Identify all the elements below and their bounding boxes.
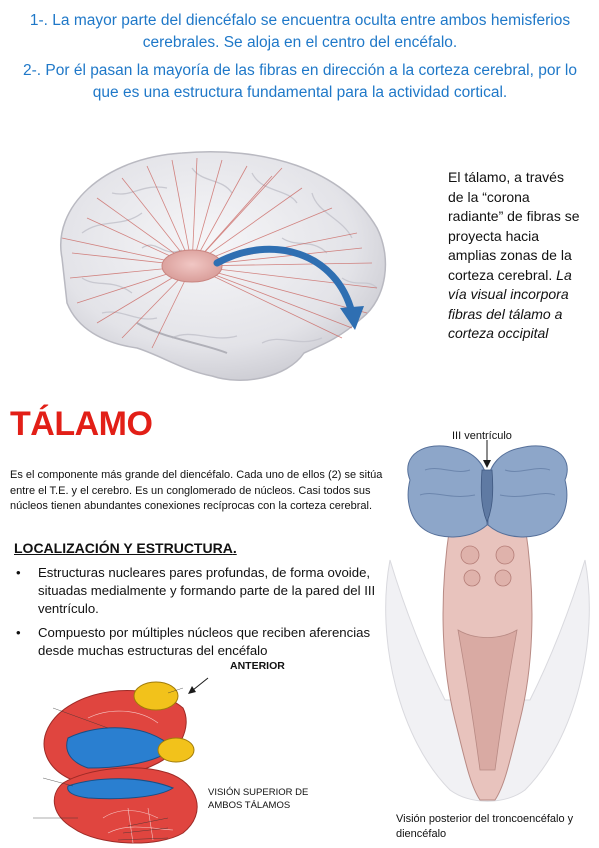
subheading: LOCALIZACIÓN Y ESTRUCTURA.: [14, 540, 237, 556]
intro-point-2: 2-. Por él pasan la mayoría de las fibra…: [23, 62, 577, 101]
brain-figure-caption: El tálamo, a través de la “corona radian…: [448, 168, 583, 344]
brainstem-figure-caption: Visión posterior del troncoencéfalo y di…: [396, 813, 574, 840]
anterior-label: ANTERIOR: [230, 660, 285, 672]
brain-corona-radiata-illustration: [60, 151, 387, 381]
bullet-icon: •: [16, 625, 21, 640]
bullet-list: • Estructuras nucleares pares profundas, …: [12, 564, 392, 666]
third-ventricle-label: III ventrículo: [452, 430, 512, 442]
list-item: • Estructuras nucleares pares profundas, …: [12, 564, 392, 618]
list-item: • Compuesto por múltiples núcleos que rec…: [12, 624, 392, 660]
brainstem-posterior-view-illustration: [385, 440, 590, 802]
section-description: Es el componente más grande del diencéfa…: [10, 469, 383, 512]
intro-text: 1-. La mayor parte del diencéfalo se enc…: [10, 10, 590, 110]
section-title: TÁLAMO: [10, 405, 153, 443]
subheading-text: LOCALIZACIÓN Y ESTRUCTURA: [14, 540, 233, 556]
thalami-superior-view-illustration: [33, 677, 209, 844]
bullet-icon: •: [16, 565, 21, 580]
thalami-figure-caption: VISIÓN SUPERIOR DE AMBOS TÁLAMOS: [208, 787, 309, 811]
bullet-text-2: Compuesto por múltiples núcleos que reci…: [38, 625, 371, 658]
brain-caption-italic: La vía visual incorpora fibras del tálam…: [448, 266, 572, 342]
intro-point-1: 1-. La mayor parte del diencéfalo se enc…: [29, 12, 571, 51]
bullet-text-1: Estructuras nucleares pares profundas, d…: [38, 565, 376, 616]
brain-caption-text: El tálamo, a través de la “corona radian…: [448, 169, 580, 283]
